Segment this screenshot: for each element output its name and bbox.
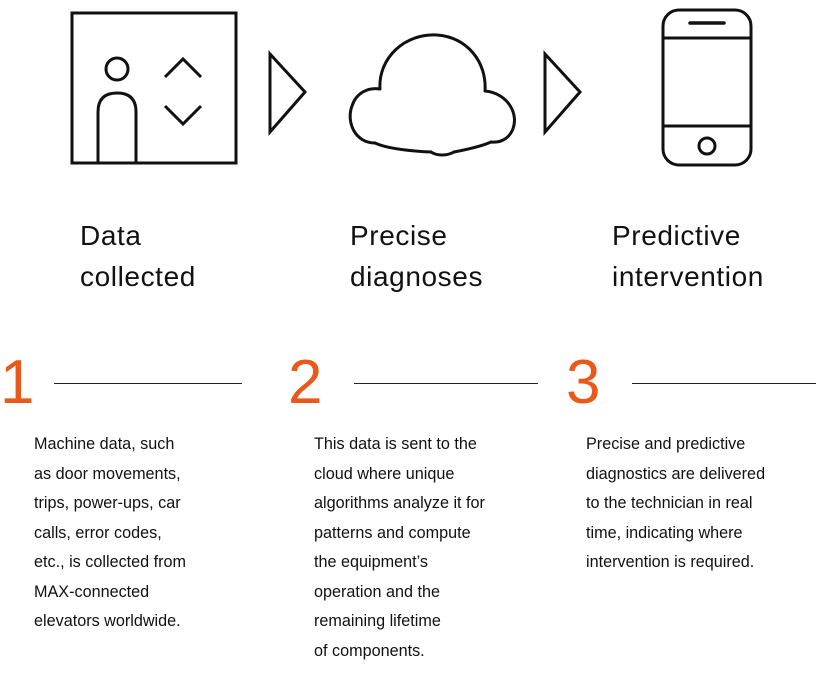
step-3-description-line: diagnostics are delivered [586, 464, 766, 483]
step-1-description-line: trips, power-ups, car [34, 494, 181, 512]
step-1-description-line: calls, error codes, [34, 523, 162, 542]
step-1-description-line: elevators worldwide. [34, 612, 181, 630]
step-2-title-line-1: Precise [350, 220, 448, 251]
step-1-number: 1 [0, 348, 35, 417]
step-1-description: Machine data, such as door movements, tr… [34, 430, 186, 637]
step-2-title-line-2: diagnoses [350, 261, 484, 292]
elevator-panel-icon [70, 11, 238, 165]
step-1-description-line: as door movements, [34, 464, 181, 483]
step-3-description-line: to the technician in real [586, 494, 753, 512]
step-2-description-line: patterns and compute [314, 523, 471, 542]
smartphone-icon [661, 8, 753, 167]
step-2-description-line: algorithms analyze it for [314, 494, 485, 512]
step-3-description: Precise and predictive diagnostics are d… [586, 430, 765, 578]
step-2-description-line: operation and the [314, 582, 441, 601]
step-2-description-line: the equipment’s [314, 553, 428, 571]
step-2-number: 2 [288, 348, 323, 417]
step-2-description-line: This data is sent to the [314, 435, 477, 453]
step-1-title-line-2: collected [80, 261, 196, 292]
step-3-description-line: time, indicating where [586, 523, 743, 542]
step-1-title: Data collected [80, 215, 196, 297]
step-1-title-line-1: Data [80, 220, 142, 251]
step-2-description-line: remaining lifetime [314, 612, 441, 630]
step-3-title-line-1: Predictive [612, 220, 741, 251]
step-1-description-line: etc., is collected from [34, 553, 187, 571]
step-2-divider [354, 383, 538, 384]
step-1-divider [54, 383, 242, 384]
step-2-title: Precise diagnoses [350, 215, 483, 297]
step-2-description-line: of components. [314, 641, 425, 660]
step-3-number: 3 [566, 348, 601, 417]
arrow-right-icon [543, 50, 583, 136]
step-3-title: Predictive intervention [612, 215, 764, 297]
arrow-right-icon [268, 50, 308, 136]
cloud-icon [348, 33, 516, 157]
step-2-description-line: cloud where unique [314, 464, 455, 483]
step-1-description-line: MAX-connected [34, 582, 150, 601]
step-3-description-line: Precise and predictive [586, 435, 746, 453]
step-2-description: This data is sent to the cloud where uni… [314, 430, 485, 666]
step-1-description-line: Machine data, such [34, 435, 175, 453]
step-3-divider [632, 383, 816, 384]
step-3-description-line: intervention is required. [586, 553, 755, 571]
step-3-title-line-2: intervention [612, 261, 764, 292]
